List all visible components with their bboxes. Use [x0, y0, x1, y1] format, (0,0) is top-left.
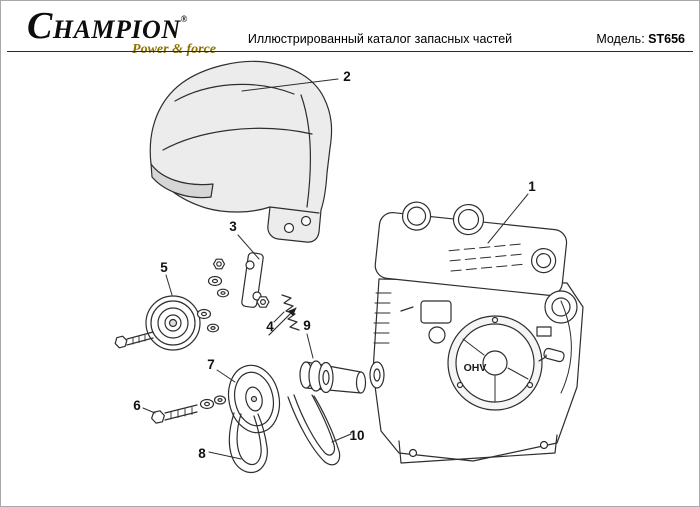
- belt-8-drawing: [228, 412, 268, 474]
- callout-leaders: [142, 78, 529, 460]
- muffler: [544, 290, 578, 324]
- starter-grip: [543, 347, 565, 363]
- brand-lockup: CHAMPION®: [27, 7, 222, 45]
- brand-name: CHAMPION: [27, 5, 181, 47]
- model-label: Модель:: [596, 32, 645, 46]
- callout-3: 3: [229, 219, 237, 234]
- registered-mark: ®: [180, 14, 188, 24]
- model-value: ST656: [648, 32, 685, 46]
- spring-drawing: [268, 294, 300, 336]
- bracket-hardware-drawing: [207, 252, 270, 308]
- engine-pulley-drawing: [114, 295, 220, 351]
- callout-9: 9: [303, 318, 311, 333]
- callout-5: 5: [160, 260, 168, 275]
- fuel-cap-center: [452, 203, 485, 236]
- shaft-pulley-drawing: [299, 360, 367, 394]
- engine-drawing: OHV: [369, 201, 584, 464]
- callout-4: 4: [266, 319, 274, 334]
- callout-6: 6: [133, 398, 141, 413]
- oil-cap: [531, 248, 557, 274]
- callout-2: 2: [343, 69, 351, 84]
- direction-arrow: [268, 307, 297, 336]
- callout-1: 1: [528, 179, 536, 194]
- callout-7: 7: [207, 357, 215, 372]
- belt-cover-drawing: [149, 60, 333, 243]
- catalog-subtitle: Иллюстрированный каталог запасных частей: [247, 32, 513, 46]
- callout-numbers: 1 2 3 4 5 6 7 8 9 10: [133, 69, 536, 461]
- header-divider: [7, 51, 693, 52]
- brand-tagline: Power & force: [132, 42, 216, 57]
- exploded-parts-diagram: OHV: [114, 60, 584, 474]
- belt-10-drawing: [287, 394, 341, 466]
- model-info: Модель: ST656: [596, 32, 685, 46]
- champion-logo: CHAMPION® Power & force: [27, 7, 222, 58]
- ohv-badge: OHV: [464, 362, 487, 374]
- fuel-cap-left: [401, 201, 432, 231]
- bolt-drawing: [151, 395, 227, 424]
- drive-pulley-drawing: [227, 364, 281, 434]
- callout-10: 10: [349, 428, 364, 443]
- callout-8: 8: [198, 446, 206, 461]
